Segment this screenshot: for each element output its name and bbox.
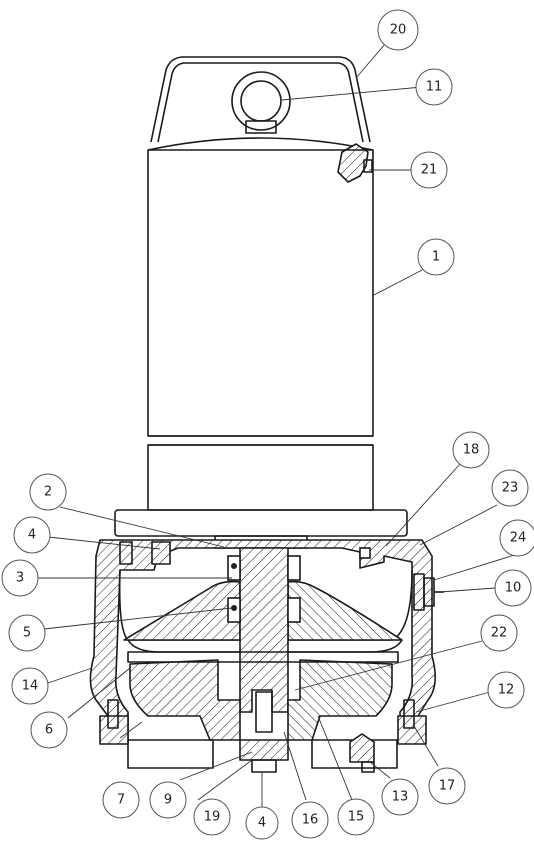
callout-18: 18 [452, 431, 490, 469]
motor-housing [147, 149, 374, 511]
callout-9: 9 [149, 781, 187, 819]
svg-text:13: 13 [392, 790, 409, 805]
callout-12: 12 [487, 671, 525, 709]
svg-text:16: 16 [302, 813, 319, 828]
svg-text:18: 18 [463, 443, 480, 458]
svg-text:4: 4 [258, 816, 266, 831]
callout-3: 3 [1, 559, 39, 597]
shaft [227, 547, 301, 713]
svg-text:11: 11 [426, 80, 443, 95]
svg-text:6: 6 [45, 723, 53, 738]
svg-text:12: 12 [498, 683, 515, 698]
leader-lines [36, 43, 522, 808]
callout-22: 22 [480, 614, 518, 652]
callout-7: 7 [102, 781, 140, 819]
callout-13: 13 [381, 778, 419, 816]
svg-text:19: 19 [204, 810, 221, 825]
callout-24: 24 [499, 519, 534, 557]
svg-text:23: 23 [502, 481, 519, 496]
motor-top-cap [147, 137, 374, 151]
callout-11: 11 [415, 68, 453, 106]
svg-text:2: 2 [44, 485, 52, 500]
callout-19: 19 [193, 798, 231, 836]
callout-2: 2 [29, 473, 67, 511]
svg-text:4: 4 [28, 528, 36, 543]
callout-1: 1 [417, 238, 455, 276]
svg-text:17: 17 [439, 779, 456, 794]
svg-text:14: 14 [22, 679, 39, 694]
callout-6: 6 [30, 711, 68, 749]
callout-17: 17 [428, 767, 466, 805]
svg-text:7: 7 [117, 793, 125, 808]
callout-16: 16 [291, 801, 329, 839]
callout-20: 20 [377, 9, 419, 51]
lifting-eye [231, 71, 291, 134]
impeller-nut [239, 691, 289, 773]
svg-text:22: 22 [491, 626, 508, 641]
cable-gland [337, 143, 373, 183]
svg-text:20: 20 [390, 23, 407, 38]
callout-23: 23 [491, 469, 529, 507]
svg-text:15: 15 [348, 810, 365, 825]
inner-diffuser [123, 580, 403, 641]
callout-4-top: 4 [13, 516, 51, 554]
callout-14: 14 [11, 667, 49, 705]
carry-handle [150, 56, 371, 143]
callout-15: 15 [337, 798, 375, 836]
impeller [127, 651, 399, 741]
callout-5: 5 [8, 614, 46, 652]
callout-4-bottom: 4 [245, 806, 279, 840]
fasteners [107, 541, 444, 773]
svg-text:10: 10 [505, 581, 522, 596]
svg-text:24: 24 [510, 531, 527, 546]
svg-text:9: 9 [164, 793, 172, 808]
svg-text:5: 5 [23, 626, 31, 641]
svg-text:1: 1 [432, 250, 440, 265]
svg-text:21: 21 [421, 163, 438, 178]
svg-text:3: 3 [16, 571, 24, 586]
callout-10: 10 [494, 569, 532, 607]
callout-21: 21 [410, 151, 448, 189]
